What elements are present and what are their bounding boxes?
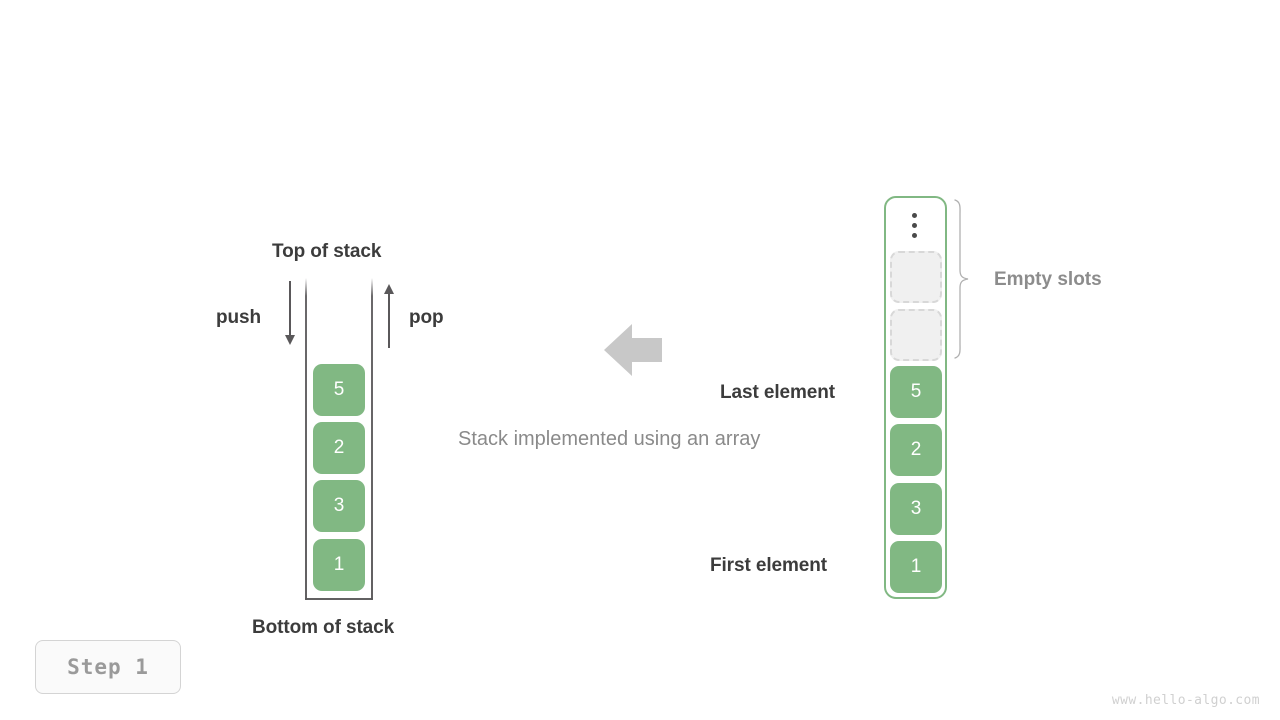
empty-slot	[890, 251, 942, 303]
bottom-of-stack-label: Bottom of stack	[252, 617, 395, 638]
first-element-label: First element	[710, 555, 827, 576]
stack-wall-left	[305, 278, 307, 600]
pop-label: pop	[409, 307, 444, 328]
empty-slots-label: Empty slots	[994, 269, 1102, 290]
stack-cell: 3	[313, 480, 365, 532]
stack-floor	[305, 598, 373, 600]
watermark: www.hello-algo.com	[1111, 693, 1260, 708]
array-cell: 2	[890, 424, 942, 476]
stack-cell: 5	[313, 364, 365, 416]
array-cell: 5	[890, 366, 942, 418]
stack-cell: 1	[313, 539, 365, 591]
array-container: 5 2 3 1	[884, 196, 947, 599]
stack-cell: 2	[313, 422, 365, 474]
last-element-label: Last element	[720, 382, 835, 403]
top-of-stack-label: Top of stack	[272, 241, 382, 262]
vertical-ellipsis-icon	[910, 213, 918, 243]
push-arrow-shaft	[289, 281, 291, 337]
pop-arrow-head	[384, 284, 394, 294]
pop-arrow-shaft	[388, 293, 390, 348]
ellipsis-dot	[911, 233, 917, 238]
diagram-caption: Stack implemented using an array	[458, 428, 761, 450]
stack-container: 5 2 3 1	[305, 278, 373, 600]
arrow-left-icon	[604, 324, 662, 376]
array-cell: 1	[890, 541, 942, 593]
empty-slots-brace	[952, 198, 972, 360]
step-badge: Step 1	[35, 640, 181, 694]
ellipsis-dot	[911, 213, 917, 218]
stack-wall-right	[371, 278, 373, 600]
push-arrow-head	[285, 335, 295, 345]
ellipsis-dot	[911, 223, 917, 228]
array-cell: 3	[890, 483, 942, 535]
push-label: push	[216, 307, 261, 328]
empty-slot	[890, 309, 942, 361]
